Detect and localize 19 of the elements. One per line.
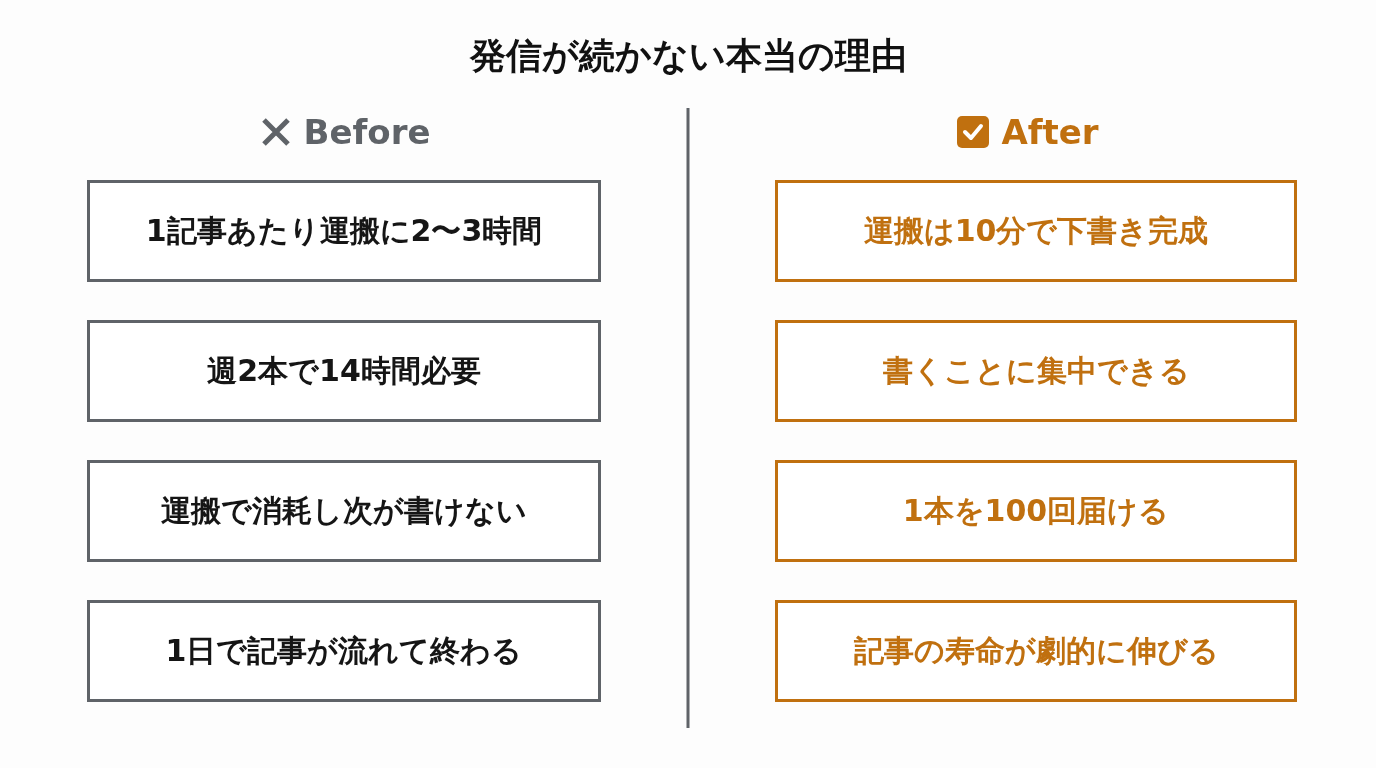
before-item-box: [87, 320, 601, 422]
before-item-box: [87, 180, 601, 282]
title: 発信が続かない本当の理由: [468, 34, 908, 78]
column-heading: Before: [303, 111, 431, 154]
after-item-box: [775, 600, 1297, 702]
before-item-box: [87, 460, 601, 562]
item-text: 運搬で消耗し次が書けない: [161, 492, 527, 530]
item-text: 1記事あたり運搬に2〜3時間: [145, 212, 543, 250]
after-item-box: [775, 180, 1297, 282]
column-heading: After: [1001, 111, 1099, 154]
item-text: 週2本で14時間必要: [207, 352, 481, 390]
item-text: 1本を100回届ける: [902, 492, 1170, 530]
after-item-box: [775, 320, 1297, 422]
before-item-box: [87, 600, 601, 702]
item-text: 記事の寿命が劇的に伸びる: [853, 632, 1219, 670]
after-item-box: [775, 460, 1297, 562]
item-text: 書くことに集中できる: [882, 352, 1190, 390]
item-text: 運搬は10分で下書き完成: [863, 212, 1209, 250]
item-text: 1日で記事が流れて終わる: [165, 632, 523, 670]
